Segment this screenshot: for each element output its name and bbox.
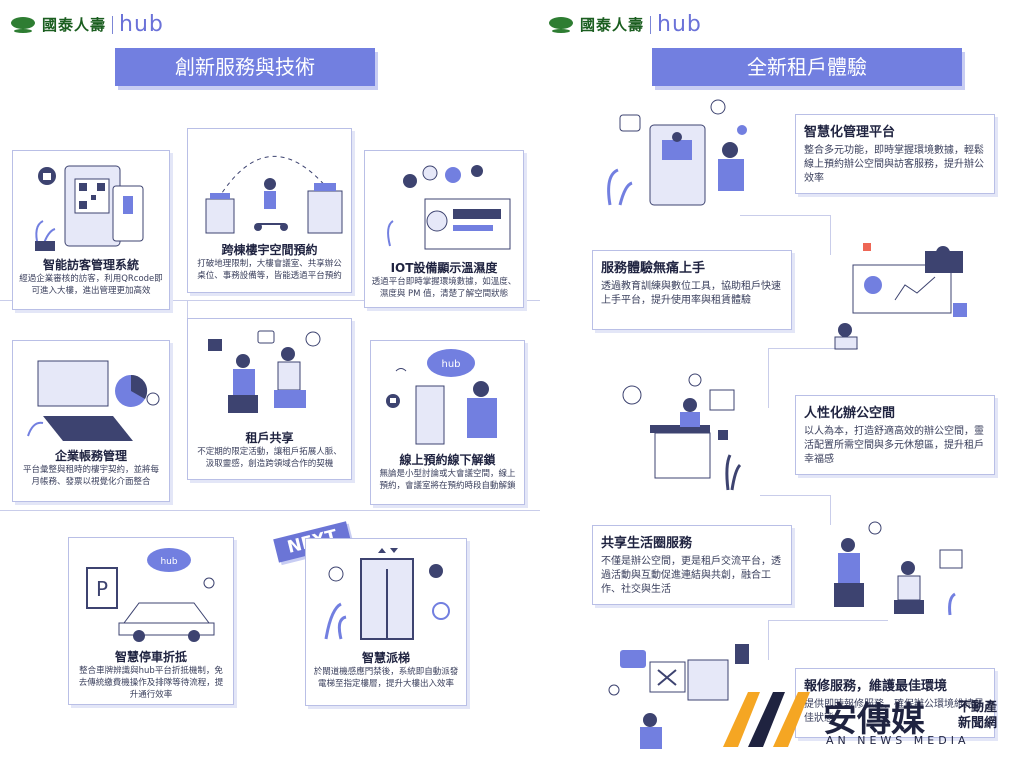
card-repair-service: 報修服務，維護最佳環境 提供即時報修服務，確保辦公環境維持最佳狀態 — [795, 668, 995, 738]
brand-name: 國泰人壽 — [580, 16, 645, 34]
hub-logo: hub — [119, 12, 164, 37]
card-title: 租戶共享 — [245, 431, 294, 445]
card-desc: 透過教育訓練與數位工具，協助租戶快速上手平台，提升使用率與租賃體驗 — [601, 281, 781, 306]
elevator-icon — [324, 548, 450, 640]
cathay-tree-icon — [11, 16, 35, 33]
dashboard-presenter-illustration — [834, 243, 967, 350]
hub-cloud-label: hub — [441, 359, 460, 370]
card-title: 人性化辦公空間 — [804, 406, 896, 421]
hub-logo: hub — [657, 12, 702, 37]
parking-p-label: P — [96, 577, 108, 601]
sharing-people-illustration — [834, 521, 963, 616]
connector-line — [768, 620, 888, 621]
connector-line — [830, 495, 831, 525]
watermark-side-1: 不動產 — [958, 700, 998, 715]
parking-car-icon: P hub — [86, 548, 215, 642]
card-title: 跨棟樓宇空間預約 — [221, 243, 318, 257]
logo-divider — [112, 15, 114, 34]
logo-divider — [650, 15, 652, 34]
cathay-tree-icon — [549, 16, 573, 33]
card-title: 智慧化管理平台 — [804, 125, 896, 140]
qr-phone-icon — [35, 165, 144, 251]
right-logo: 國泰人壽 hub — [548, 12, 702, 37]
cloud-building-icon: hub — [386, 349, 497, 445]
left-logo: 國泰人壽 hub — [10, 12, 164, 37]
card-desc: 以人為本，打造舒適高效的辦公空間，靈活配置所需空間與多元休憩區，提升租戶幸福感 — [804, 426, 984, 465]
card-title: 企業帳務管理 — [54, 449, 127, 463]
card-smart-management-platform: 智慧化管理平台 整合多元功能，即時掌握環境數據，輕鬆線上預約辦公空間與訪客服務，… — [795, 114, 995, 194]
tablet-person-illustration — [607, 99, 747, 206]
card-desc: 打破地理限制，大樓會議室、共享辦公桌位、事務設備等，皆能透過平台預約 — [197, 259, 342, 281]
desk-worker-illustration — [622, 373, 742, 491]
card-title: 線上預約線下解鎖 — [399, 453, 496, 467]
card-tenant-sharing: 租戶共享 不定期的限定活動，讓租戶拓展人脈、汲取靈感，創造跨領域合作的契機 — [187, 318, 352, 480]
connector-line — [740, 215, 830, 216]
people-chatting-icon — [208, 330, 321, 413]
connector-line — [768, 348, 858, 349]
card-desc: 不定期的限定活動，讓租戶拓展人脈、汲取靈感，創造跨領域合作的契機 — [197, 447, 342, 469]
right-banner-title: 全新租戶體驗 — [652, 48, 962, 86]
card-title: IOT設備顯示溫濕度 — [390, 261, 498, 275]
card-desc: 無論是小型討論或大會議空間，線上預約，會議室將在預約時段自動解鎖 — [379, 469, 516, 491]
iot-dashboard-icon — [387, 165, 511, 250]
connector-line — [768, 348, 769, 408]
watermark-sub: AN NEWS MEDIA — [826, 734, 970, 747]
card-smart-parking: P hub 智慧停車折抵 整合車牌辨識與hub平台折抵機制，免去傳統繳費機操作及… — [68, 537, 234, 705]
watermark-side-2: 新聞網 — [958, 716, 998, 731]
left-banner-title: 創新服務與技術 — [115, 48, 375, 86]
card-iot-temperature: IOT設備顯示溫濕度 透過平台即時掌握環境數據，如溫度、濕度與 PM 值，清楚了… — [364, 150, 524, 308]
card-desc: 整合多元功能，即時掌握環境數據，輕鬆線上預約辦公空間與訪客服務，提升辦公效率 — [804, 145, 984, 184]
connector-line — [768, 620, 769, 660]
an-news-logo-icon — [723, 692, 810, 747]
card-title: 智慧派梯 — [361, 651, 410, 665]
card-desc: 透過平台即時掌握環境數據，如溫度、濕度與 PM 值，清楚了解空間狀態 — [371, 277, 517, 299]
card-human-centered-office: 人性化辦公空間 以人為本，打造舒適高效的辦公空間，靈活配置所需空間與多元休憩區，… — [795, 395, 995, 475]
laptop-chart-icon — [27, 360, 160, 441]
brand-name: 國泰人壽 — [42, 16, 107, 34]
card-smart-elevator: 智慧派梯 於閘道機感應門禁後，系統即自動派發電梯至指定樓層，提升大樓出入效率 — [305, 538, 467, 706]
card-painless-onboarding: 服務體驗無痛上手 透過教育訓練與數位工具，協助租戶快速上手平台，提升使用率與租賃… — [592, 250, 792, 330]
card-title: 共享生活圈服務 — [601, 536, 693, 551]
scooter-buildings-icon — [205, 155, 343, 234]
card-shared-life-services: 共享生活圈服務 不僅是辦公空間，更是租戶交流平台，透過活動與互動促進連結與共創，… — [592, 525, 792, 605]
card-title: 報修服務，維護最佳環境 — [804, 679, 948, 694]
connector-line — [0, 300, 540, 301]
card-desc: 不僅是辦公空間，更是租戶交流平台，透過活動與互動促進連結與共創，融合工作、社交與… — [601, 556, 781, 595]
card-desc: 平台彙整與租時的樓宇契約，並將每月帳務、發票以視覺化介面整合 — [22, 465, 159, 487]
card-desc: 經過企業審核的訪客，利用QRcode即可進入大樓，進出管理更加高效 — [19, 274, 163, 296]
hub-cloud-label: hub — [160, 557, 177, 567]
card-desc: 整合車牌辨識與hub平台折抵機制，免去傳統繳費機操作及排隊等待流程，提升通行效率 — [78, 666, 224, 700]
card-smart-visitor: 智能訪客管理系統 經過企業審核的訪客，利用QRcode即可進入大樓，進出管理更加… — [12, 150, 170, 310]
connector-line — [830, 215, 831, 255]
card-title: 服務體驗無痛上手 — [601, 261, 706, 276]
connector-line — [760, 495, 830, 496]
card-desc: 於閘道機感應門禁後，系統即自動派發電梯至指定樓層，提升大樓出入效率 — [313, 667, 459, 689]
watermark-main: 安傳媒 — [823, 700, 925, 740]
connector-line — [0, 510, 540, 511]
card-enterprise-billing: 企業帳務管理 平台彙整與租時的樓宇契約，並將每月帳務、發票以視覺化介面整合 — [12, 340, 170, 502]
card-desc: 提供即時報修服務，確保辦公環境維持最佳狀態 — [804, 699, 984, 724]
connector-line — [187, 300, 188, 330]
card-title: 智慧停車折抵 — [114, 650, 187, 664]
an-news-watermark: 安傳媒 不動產 新聞網 AN NEWS MEDIA — [718, 682, 1014, 762]
card-cross-building-booking: 跨棟樓宇空間預約 打破地理限制，大樓會議室、共享辦公桌位、事務設備等，皆能透過平… — [187, 128, 352, 293]
card-title: 智能訪客管理系統 — [42, 258, 139, 272]
repair-service-illustration — [608, 644, 749, 749]
card-online-booking-unlock: hub 線上預約線下解鎖 無論是小型討論或大會議空間，線上預約，會議室將在預約時… — [370, 340, 525, 505]
